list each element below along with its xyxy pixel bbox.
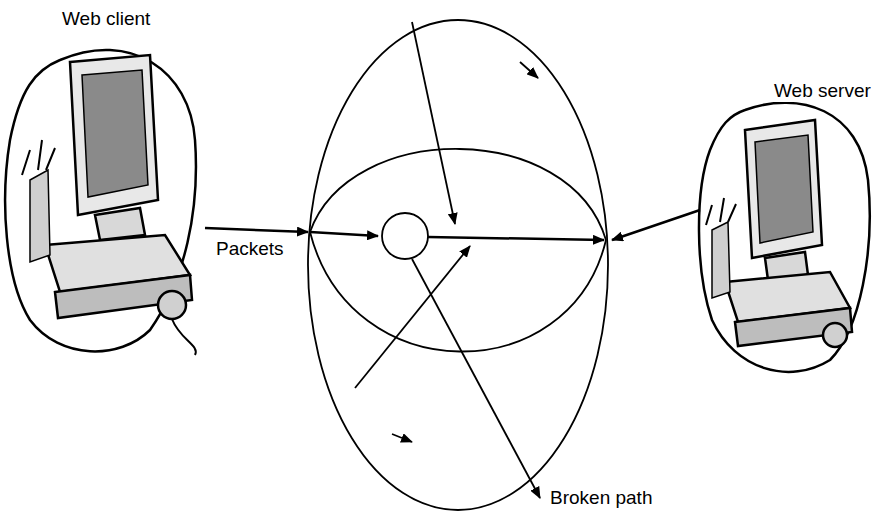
server-computer (699, 103, 870, 372)
arrow-label: Packets (214, 238, 286, 260)
computer-node: Web server (772, 80, 873, 102)
flow-arrow (520, 62, 538, 78)
flow-arrow (392, 434, 412, 442)
node-heading: Web server (772, 80, 873, 102)
node-heading: Web client (60, 8, 152, 30)
network-paths (308, 20, 608, 510)
packet-routes (205, 22, 700, 498)
computer-node: Web client (60, 8, 152, 30)
callout-label: Broken path (548, 487, 654, 509)
client-computer (5, 50, 196, 355)
